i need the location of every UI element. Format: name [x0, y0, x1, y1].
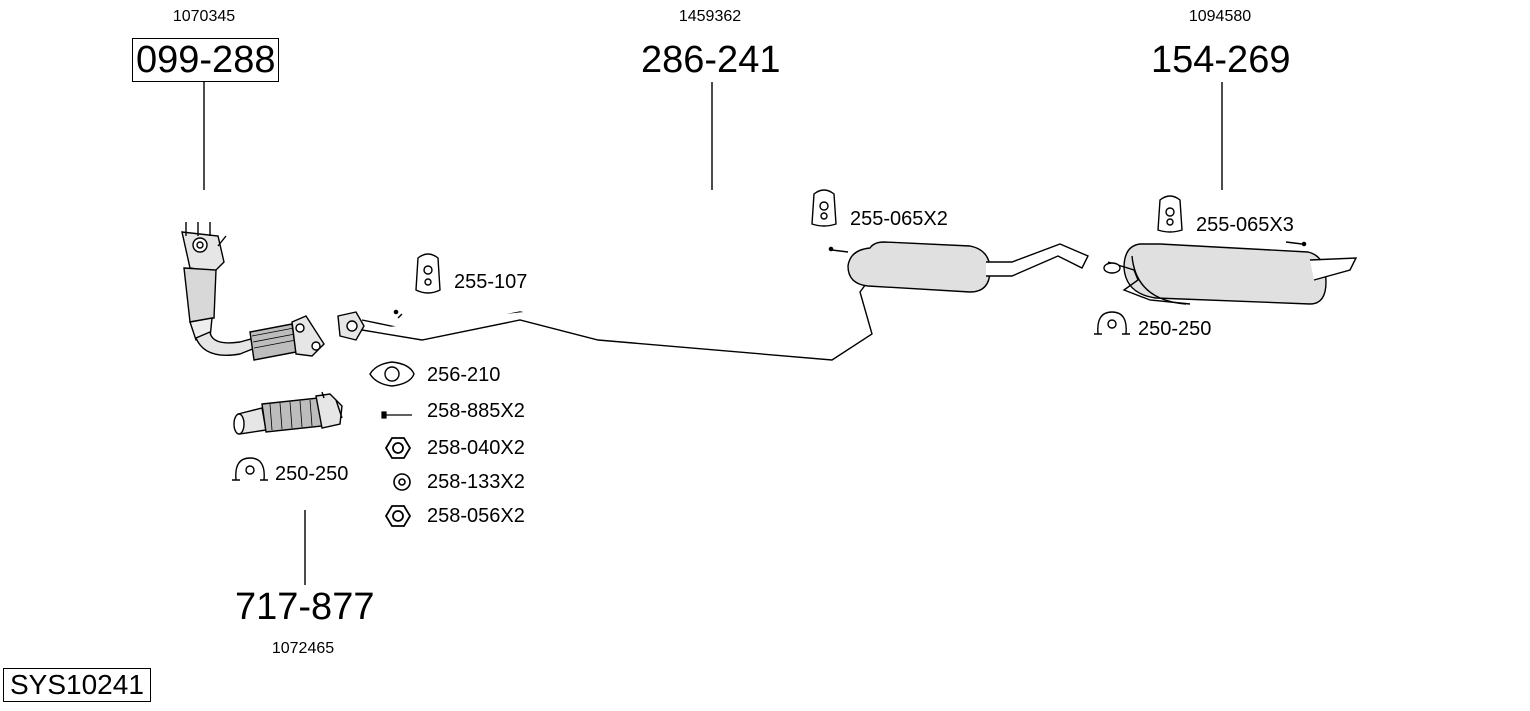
clamp-front-label[interactable]: 250-250 — [275, 463, 349, 485]
washer-label[interactable]: 258-133X2 — [427, 471, 525, 493]
rear-silencer-oe-number: 1094580 — [1188, 8, 1252, 25]
hanger-rear-label[interactable]: 255-065X3 — [1196, 214, 1294, 236]
nut-a-label[interactable]: 258-040X2 — [427, 437, 525, 459]
bolt-icon — [381, 411, 412, 419]
gasket-label[interactable]: 256-210 — [427, 364, 501, 386]
hanger-icon — [811, 189, 837, 227]
middle-pipe-oe-number: 1459362 — [678, 8, 742, 25]
bolt-label[interactable]: 258-885X2 — [427, 400, 525, 422]
clamp-rear-label[interactable]: 250-250 — [1138, 318, 1212, 340]
clamp-icon — [232, 457, 268, 481]
hanger-icon — [1157, 195, 1183, 233]
middle-pipe-part-number[interactable]: 286-241 — [641, 39, 781, 81]
nut-b-label[interactable]: 258-056X2 — [427, 505, 525, 527]
rear-silencer-illustration — [1103, 241, 1358, 305]
rear-silencer-part-number[interactable]: 154-269 — [1151, 39, 1291, 81]
flex-pipe-part-number[interactable]: 717-877 — [235, 586, 375, 628]
clamp-icon — [1094, 311, 1130, 335]
flex-pipe-illustration — [233, 391, 343, 435]
flex-pipe-oe-number: 1072465 — [271, 640, 335, 657]
nut-icon — [384, 505, 412, 527]
front-pipe-oe-number: 1070345 — [172, 8, 236, 25]
nut-icon — [384, 437, 412, 459]
middle-pipe-illustration — [337, 241, 1089, 361]
front-pipe-part-number[interactable]: 099-288 — [132, 38, 280, 82]
system-code: SYS10241 — [3, 668, 151, 702]
gasket-icon — [369, 361, 415, 387]
washer-icon — [393, 473, 411, 491]
hanger-mid-label[interactable]: 255-065X2 — [850, 208, 948, 230]
hanger-icon — [415, 253, 441, 294]
front-pipe-illustration — [181, 222, 325, 361]
hanger-front-label[interactable]: 255-107 — [454, 271, 528, 293]
